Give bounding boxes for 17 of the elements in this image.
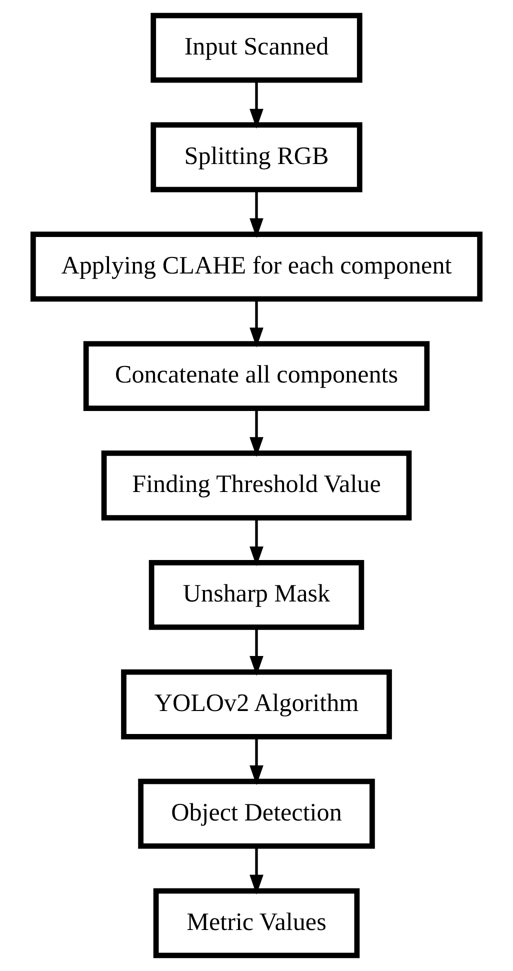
node-box: Finding Threshold Value — [101, 450, 412, 520]
node-box: Concatenate all components — [83, 341, 430, 412]
arrow — [250, 627, 264, 676]
node-box: Input Scanned — [150, 12, 362, 83]
node-box: Splitting RGB — [150, 122, 362, 192]
node-box: Applying CLAHE for each component — [30, 232, 483, 302]
node-box: YOLOv2 Algorithm — [121, 669, 392, 740]
arrow — [250, 80, 264, 129]
node-box: Unsharp Mask — [148, 560, 364, 630]
arrow — [250, 299, 264, 348]
arrow — [250, 518, 264, 566]
arrow — [250, 736, 264, 786]
arrow — [250, 846, 264, 895]
node-box: Metric Values — [153, 888, 360, 958]
arrow — [250, 408, 264, 457]
arrow — [250, 190, 264, 238]
node-box: Object Detection — [138, 778, 375, 849]
